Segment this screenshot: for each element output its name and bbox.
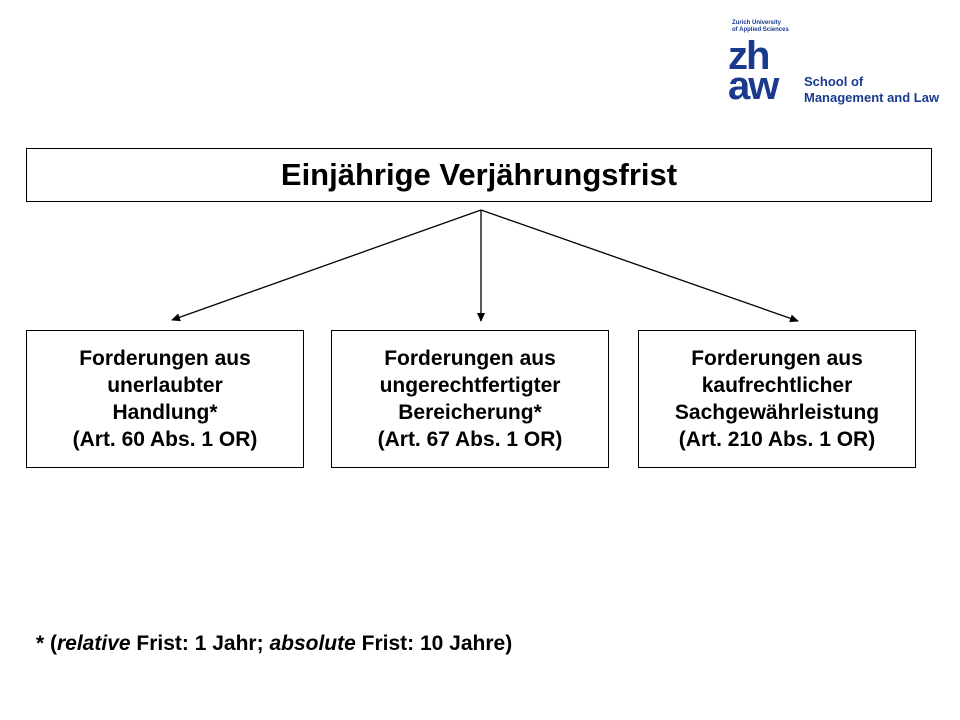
footnote-prefix: * ( xyxy=(36,632,57,655)
box-line: Handlung* xyxy=(112,401,218,424)
box-line: unerlaubter xyxy=(107,374,223,397)
logo-mark-bottom: aw xyxy=(728,64,779,108)
box-line: Bereicherung* xyxy=(398,401,542,424)
logo-mark-top: zh xyxy=(728,34,770,78)
box-line: Forderungen aus xyxy=(79,347,251,370)
arrow-left xyxy=(171,209,482,322)
footnote-absolute: absolute xyxy=(269,632,356,655)
logo-university-text: Zurich University of Applied Sciences xyxy=(732,20,789,34)
box-article: (Art. 67 Abs. 1 OR) xyxy=(377,428,563,451)
logo-school-line2: Management and Law xyxy=(804,90,940,105)
logo-school-line1: School of xyxy=(804,74,864,89)
title-box: Einjährige Verjährungsfrist xyxy=(26,148,932,202)
footnote-relative: relative xyxy=(57,632,131,655)
arrow-right xyxy=(480,209,799,323)
box-line: ungerechtfertigter xyxy=(379,374,561,397)
footnote: * (relative Frist: 1 Jahr; absolute Fris… xyxy=(36,632,512,656)
box-article: (Art. 60 Abs. 1 OR) xyxy=(72,428,258,451)
box-line: Forderungen aus xyxy=(384,347,556,370)
box-article: (Art. 210 Abs. 1 OR) xyxy=(678,428,876,451)
box-line: Sachgewährleistung xyxy=(674,401,880,424)
logo-school-text: School of Management and Law xyxy=(804,74,939,106)
box-sachgewaehrleistung: Forderungen aus kaufrechtlicher Sachgewä… xyxy=(638,330,916,468)
logo-university-line2: of Applied Sciences xyxy=(732,27,789,33)
footnote-middle: Frist: 1 Jahr; xyxy=(130,632,270,655)
box-line: kaufrechtlicher xyxy=(701,374,853,397)
diagram-title: Einjährige Verjährungsfrist xyxy=(280,157,678,192)
box-unerlaubte-handlung: Forderungen aus unerlaubter Handlung* (A… xyxy=(26,330,304,468)
zhaw-logo: Zurich University of Applied Sciences zh… xyxy=(728,20,948,110)
logo-university-line1: Zurich University xyxy=(732,20,782,26)
box-ungerechtfertigte-bereicherung: Forderungen aus ungerechtfertigter Berei… xyxy=(331,330,609,468)
box-line: Forderungen aus xyxy=(691,347,863,370)
footnote-suffix: Frist: 10 Jahre) xyxy=(355,632,513,655)
